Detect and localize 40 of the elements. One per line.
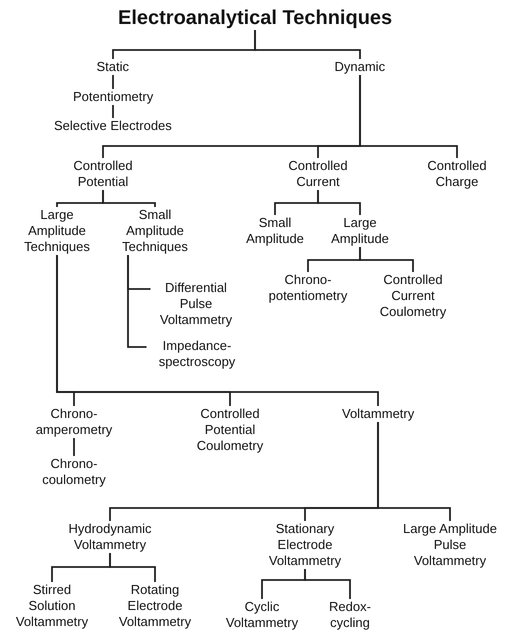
category-label: Selective Electrodes: [54, 118, 172, 134]
connector-line: [102, 190, 156, 207]
connector-line: [56, 255, 379, 406]
category-label: Rotating Electrode Voltammetry: [115, 582, 195, 630]
diagram-title: Electroanalytical Techniques: [118, 6, 392, 30]
category-label: Small Amplitude: [238, 215, 312, 247]
connector-line: [359, 75, 458, 158]
connector-line: [127, 255, 146, 348]
category-label: Hydrodynamic Voltammetry: [62, 521, 158, 553]
category-label: Voltammetry: [342, 406, 414, 422]
category-label: Controlled Potential: [63, 158, 143, 190]
connector-line: [377, 422, 451, 521]
connector-line: [254, 30, 361, 59]
category-label: Impedance-spectroscopy: [150, 338, 244, 370]
category-label: Large Amplitude Pulse Voltammetry: [400, 521, 500, 569]
category-label: Large Amplitude: [322, 215, 398, 247]
category-label: Chrono-amperometry: [29, 406, 119, 438]
category-label: Stationary Electrode Voltammetry: [265, 521, 345, 569]
category-label: Differential Pulse Voltammetry: [154, 280, 238, 328]
connector-line: [109, 553, 156, 582]
connector-line: [317, 190, 361, 215]
category-label: Controlled Charge: [417, 158, 497, 190]
category-label: Controlled Potential Coulometry: [190, 406, 270, 454]
connector-line: [112, 105, 114, 118]
connector-line: [112, 75, 114, 89]
category-label: Cyclic Voltammetry: [222, 599, 302, 631]
category-label: Static: [96, 59, 130, 75]
connector-line: [73, 438, 75, 456]
category-label: Chrono-coulometry: [29, 456, 119, 488]
category-label: Dynamic: [334, 59, 386, 75]
category-label: Potentiometry: [73, 89, 154, 105]
connector-line: [359, 247, 414, 272]
category-label: Controlled Current Coulometry: [373, 272, 453, 320]
category-label: Stirred Solution Voltammetry: [12, 582, 92, 630]
category-label: Small Amplitude Techniques: [115, 207, 195, 255]
category-label: Redox-cycling: [320, 599, 380, 631]
category-label: Large Amplitude Techniques: [17, 207, 97, 255]
category-label: Chrono-potentiometry: [260, 272, 356, 304]
connector-line: [304, 569, 351, 599]
category-label: Controlled Current: [278, 158, 358, 190]
